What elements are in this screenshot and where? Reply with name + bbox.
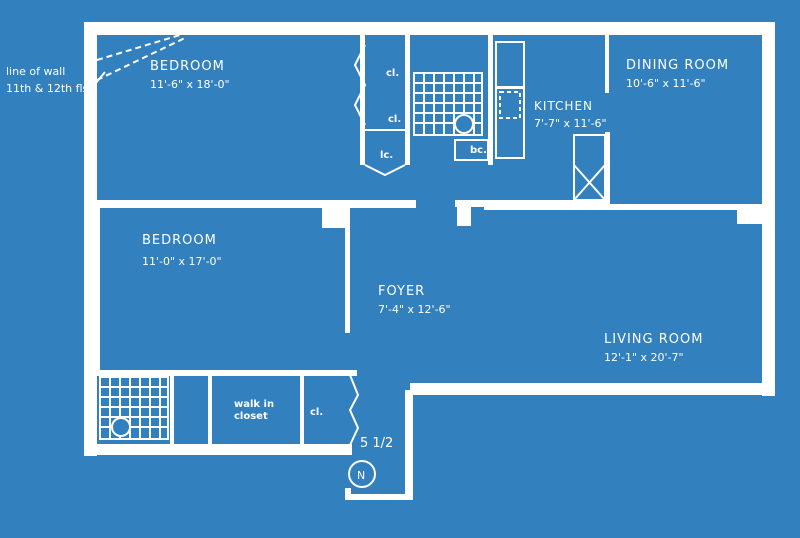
unit-type: 5 1/2 <box>360 436 393 451</box>
dining-size: 10'-6" x 11'-6" <box>626 77 706 90</box>
bedroom2-name: BEDROOM <box>142 233 217 248</box>
kitchen-name: KITCHEN <box>534 99 593 113</box>
broom-closet-label: bc. <box>470 145 487 156</box>
closet-label: cl. <box>386 68 399 79</box>
living-name: LIVING ROOM <box>604 332 703 347</box>
annotation-line2: 11th & 12th fls <box>6 82 89 95</box>
foyer-size: 7'-4" x 12'-6" <box>378 303 451 316</box>
north-label: N <box>357 469 365 482</box>
closet-label: cl. <box>310 407 323 418</box>
bedroom1-name: BEDROOM <box>150 59 225 74</box>
annotation-line1: line of wall <box>6 65 65 78</box>
walk-in-closet-label-1: walk in <box>234 399 274 410</box>
foyer-name: FOYER <box>378 284 425 299</box>
dining-name: DINING ROOM <box>626 58 729 73</box>
linen-closet-label: lc. <box>380 150 393 161</box>
labels: line of wall 11th & 12th fls BEDROOM 11'… <box>6 58 729 482</box>
windows <box>85 23 774 420</box>
fixtures <box>89 34 606 488</box>
north-arrow <box>348 460 376 488</box>
bedroom2-size: 11'-0" x 17'-0" <box>142 255 222 268</box>
bedroom1-size: 11'-6" x 18'-0" <box>150 78 230 91</box>
walk-in-closet-label-2: closet <box>234 411 268 422</box>
kitchen-size: 7'-7" x 11'-6" <box>534 117 607 130</box>
living-size: 12'-1" x 20'-7" <box>604 351 684 364</box>
closet-label: cl. <box>388 114 401 125</box>
